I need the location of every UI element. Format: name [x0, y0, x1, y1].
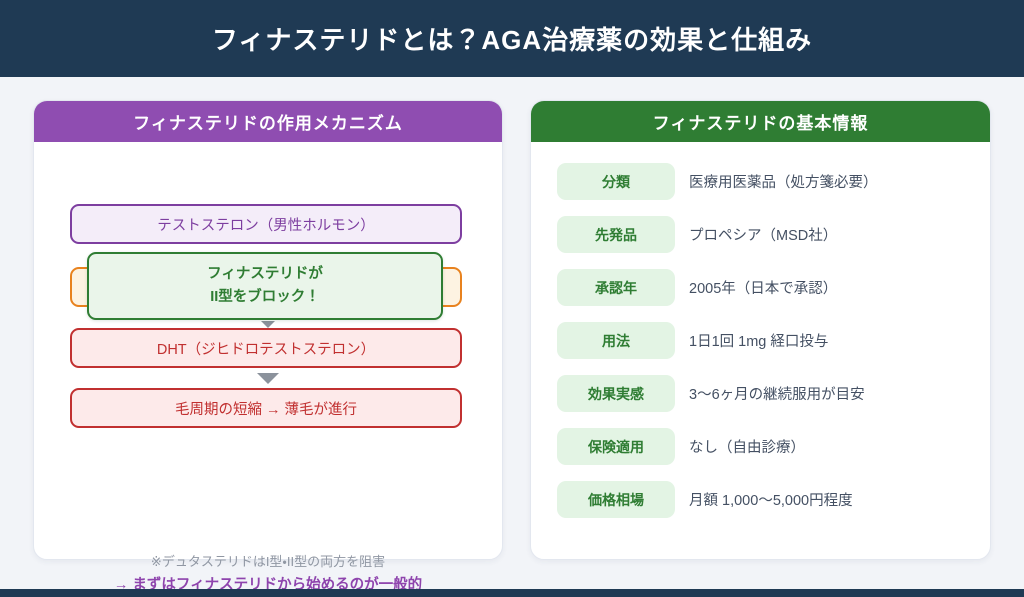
flow-box-testosterone: テストステロン（男性ホルモン） [70, 204, 462, 244]
row-label-badge: 価格相場 [557, 481, 675, 518]
flow-box-result: 毛周期の短縮 → 薄毛が進行 [70, 388, 462, 428]
flow-box-dht: DHT（ジヒドロテストステロン） [70, 328, 462, 368]
info-rows: 分類 医療用医薬品（処方箋必要） 先発品 プロペシア（MSD社） 承認年 200… [531, 142, 990, 534]
row-value: 2005年（日本で承認） [689, 281, 838, 297]
row-label-badge: 用法 [557, 322, 675, 359]
block-text-line2: II型をブロック！ [210, 289, 320, 305]
table-row: 保険適用 なし（自由診療） [557, 428, 964, 465]
table-row: 用法 1日1回 1mg 経口投与 [557, 322, 964, 359]
row-value: プロペシア（MSD社） [689, 228, 838, 244]
arrow-down-icon [257, 373, 279, 384]
arrow-down-icon [261, 321, 275, 328]
footnote-dutasteride: ※デュタステリドはI型・II型の両方を阻害 [150, 554, 386, 569]
table-row: 分類 医療用医薬品（処方箋必要） [557, 163, 964, 200]
mechanism-flow: テストステロン（男性ホルモン） フィナステリドが II型をブロック！ DHT（ジ… [34, 142, 502, 593]
row-label-badge: 効果実感 [557, 375, 675, 412]
mechanism-panel: フィナステリドの作用メカニズム テストステロン（男性ホルモン） フィナステリドが… [33, 100, 503, 593]
page-title: フィナステリドとは？AGA治療薬の効果と仕組み [211, 25, 813, 55]
row-value: 3〜6ヶ月の継続服用が目安 [689, 387, 865, 403]
table-row: 効果実感 3〜6ヶ月の継続服用が目安 [557, 375, 964, 412]
row-label-badge: 承認年 [557, 269, 675, 306]
footer-bar [0, 589, 1024, 597]
header-bar: フィナステリドとは？AGA治療薬の効果と仕組み [0, 0, 1024, 77]
table-row: 価格相場 月額 1,000〜5,000円程度 [557, 481, 964, 518]
row-value: 医療用医薬品（処方箋必要） [689, 175, 878, 191]
row-label-badge: 分類 [557, 163, 675, 200]
table-row: 承認年 2005年（日本で承認） [557, 269, 964, 306]
mechanism-panel-title: フィナステリドの作用メカニズム [34, 101, 502, 142]
row-value: なし（自由診療） [689, 440, 805, 456]
row-value: 1日1回 1mg 経口投与 [689, 334, 829, 350]
row-label-badge: 先発品 [557, 216, 675, 253]
info-panel-title: フィナステリドの基本情報 [531, 101, 990, 142]
info-panel: フィナステリドの基本情報 分類 医療用医薬品（処方箋必要） 先発品 プロペシア（… [530, 100, 991, 560]
row-label-badge: 保険適用 [557, 428, 675, 465]
table-row: 先発品 プロペシア（MSD社） [557, 216, 964, 253]
block-text-line1: フィナステリドが [207, 265, 323, 282]
flow-box-finasteride-block: フィナステリドが II型をブロック！ [87, 252, 443, 320]
row-value: 月額 1,000〜5,000円程度 [689, 493, 853, 509]
